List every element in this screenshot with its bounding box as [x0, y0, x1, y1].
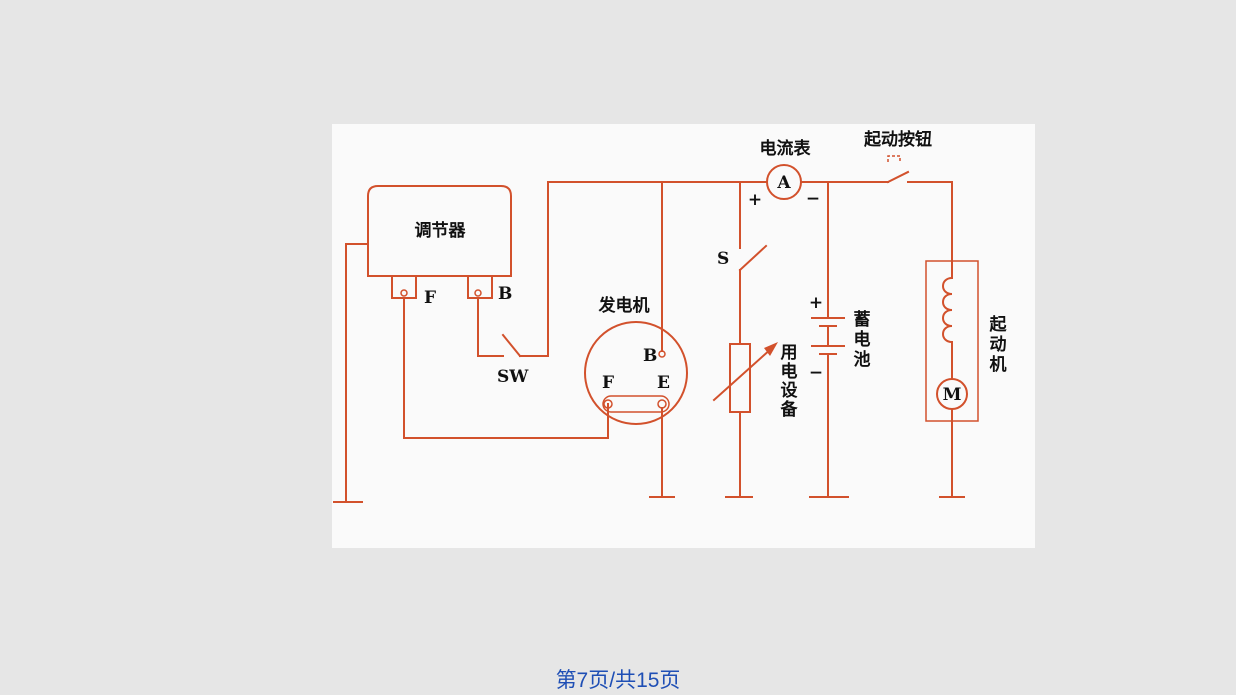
ammeter-label: 电流表: [760, 138, 812, 159]
generator: 发电机 B F E: [584, 181, 688, 498]
sw-switch-blade: [501, 333, 522, 358]
load-adjust-arrow-head: [764, 342, 778, 356]
load-adjust-arrow-shaft: [712, 346, 774, 402]
generator-terminal-b-label: B: [643, 346, 657, 366]
starter-label-1: 起: [989, 314, 1008, 335]
generator-terminal-f-label: F: [602, 373, 614, 393]
regulator-terminal-f-box: [391, 275, 417, 299]
regulator: 调节器 F B: [367, 185, 512, 308]
load-branch: S 用 电 设 备: [712, 181, 799, 498]
starter-motor-symbol: M: [943, 385, 962, 405]
starter-label-3: 机: [990, 354, 1007, 375]
battery-minus: −: [809, 363, 823, 383]
battery-plus: +: [809, 293, 823, 313]
field-wire: [403, 297, 609, 439]
load-label-4: 备: [780, 399, 799, 420]
generator-brush-bar: [602, 395, 670, 413]
load-label-2: 电: [781, 361, 798, 382]
ammeter-minus: −: [806, 189, 820, 209]
ammeter-symbol: A: [776, 173, 791, 193]
generator-terminal-e-label: E: [657, 373, 670, 393]
diagram-panel: [332, 124, 1035, 548]
switch-s-blade: [738, 244, 768, 272]
generator-label: 发电机: [598, 295, 650, 316]
switch-s-label: S: [717, 249, 729, 269]
battery: + − 蓄 电 池: [809, 181, 871, 498]
regulator-terminal-b-box: [467, 275, 493, 299]
sw-switch-label: SW: [497, 367, 529, 387]
regulator-box: [367, 185, 512, 277]
load-label-3: 设: [781, 381, 798, 401]
sw-switch: SW: [477, 181, 549, 387]
starter-label-2: 动: [990, 335, 1007, 355]
page-indicator: 第7页/共15页: [555, 669, 681, 692]
battery-label-3: 池: [854, 349, 871, 370]
starter-motor: M 起 动 机: [925, 181, 1008, 498]
regulator-terminal-b-dot: [474, 289, 482, 297]
start-button-blade: [886, 170, 910, 184]
starter-coil: [942, 276, 954, 344]
load-label-1: 用: [781, 343, 798, 363]
battery-label-1: 蓄: [854, 309, 871, 330]
regulator-ground-wire: [333, 243, 369, 503]
regulator-terminal-b-label: B: [498, 284, 512, 304]
ammeter-plus: +: [748, 190, 762, 210]
start-button-label: 起动按钮: [863, 129, 932, 150]
start-button: 起动按钮: [863, 129, 953, 184]
battery-label-2: 电: [854, 329, 871, 350]
start-button-cap: [887, 155, 901, 162]
regulator-terminal-f-label: F: [424, 288, 436, 308]
generator-circle: [584, 321, 688, 425]
regulator-terminal-f-dot: [400, 289, 408, 297]
regulator-label: 调节器: [415, 220, 467, 241]
ammeter: A 电流表 + −: [748, 138, 820, 210]
